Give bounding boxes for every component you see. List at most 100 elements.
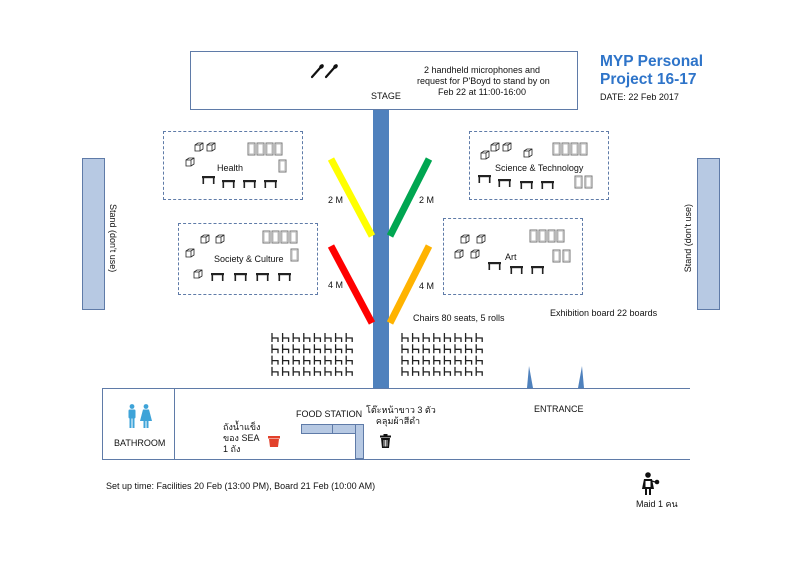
stand-left (82, 158, 105, 310)
chair-icon (292, 333, 300, 342)
chair-icon (443, 366, 452, 376)
microphone-icon (310, 64, 324, 79)
chair-icon (454, 333, 462, 342)
chair-icon (303, 355, 311, 365)
stage-note-line: 2 handheld microphones and (423, 65, 541, 75)
box-icon (194, 142, 204, 152)
stand-left-label: Stand (don't use) (108, 204, 118, 273)
zone-furniture-group (454, 229, 571, 274)
table-icon (541, 181, 554, 189)
chair-icon (313, 366, 322, 376)
chair-icon (443, 344, 452, 354)
display-board-icon (552, 142, 561, 156)
setup-time: Set up time: Facilities 20 Feb (13:00 PM… (106, 481, 376, 491)
chair-icon (281, 355, 290, 365)
stage-label: STAGE (371, 91, 401, 101)
chair-icon (422, 355, 430, 365)
exhibition-board-label: Exhibition board 22 boards (550, 308, 658, 318)
chair-icon (433, 333, 441, 342)
bathroom-wall-left (102, 388, 103, 460)
project-title: MYP Personal Project 16-17 (600, 53, 703, 89)
chair-icon (324, 333, 332, 342)
box-icon (523, 148, 533, 158)
stage: STAGE 2 handheld microphones and request… (190, 51, 578, 110)
zone-label: Health (217, 163, 244, 173)
chair-icon (324, 355, 332, 365)
marker-upper-right (386, 157, 433, 238)
table-icon (243, 180, 256, 188)
table-icon (222, 180, 235, 188)
ice-bucket-note-line: 1 ถัง (223, 444, 241, 454)
table-icon (488, 262, 501, 270)
chair-icon (422, 366, 430, 376)
table-icon (520, 181, 533, 189)
chair-icon (433, 366, 441, 376)
chair-icon (443, 333, 452, 342)
display-board-icon (556, 229, 565, 243)
chair-icon (433, 344, 441, 354)
box-icon (460, 234, 470, 244)
zone-health: Health (163, 131, 303, 200)
box-icon (215, 234, 225, 244)
marker-lower-left (327, 244, 376, 325)
display-board-icon (579, 142, 588, 156)
trash-bin-icon (380, 434, 391, 448)
display-board-icon (262, 230, 271, 244)
chair-icon (443, 355, 452, 365)
display-board-icon (247, 142, 256, 156)
zone-furniture-group (478, 142, 593, 189)
display-board-icon (290, 248, 299, 262)
stage-note: 2 handheld microphones and request for P… (417, 65, 550, 98)
box-icon (480, 150, 490, 160)
box-icon (490, 142, 500, 152)
food-counter-segment (301, 424, 333, 434)
display-board-icon (274, 142, 283, 156)
chair-icon (313, 333, 322, 342)
chair-icon (324, 344, 332, 354)
chair-icon (401, 366, 409, 376)
entrance-wall-bottom (102, 459, 690, 460)
chair-icon (464, 344, 473, 354)
chair-icon (345, 366, 353, 376)
table-note: โต๊ะหน้าขาว 3 ตัว คลุมผ้าสีดำ (366, 405, 436, 427)
chair-icon (271, 333, 279, 342)
chair-icon (454, 355, 462, 365)
distance-label-lower-right: 4 M (419, 281, 435, 291)
box-icon (502, 142, 512, 152)
stage-note-line: Feb 22 at 11:00-16:00 (438, 87, 526, 97)
chair-icon (411, 355, 420, 365)
bathroom-label: BATHROOM (114, 438, 166, 448)
table-icon (202, 176, 215, 184)
restroom-icon (128, 404, 152, 428)
maid-icon (642, 472, 660, 495)
entrance-wall-top (102, 388, 690, 389)
chair-icon (271, 355, 279, 365)
stand-right (697, 158, 720, 310)
chair-icon (324, 366, 332, 376)
chair-icon (345, 355, 353, 365)
display-board-icon (265, 142, 274, 156)
entrance-door-marker (578, 366, 584, 388)
microphone-icon (324, 64, 338, 79)
box-icon (476, 234, 486, 244)
display-board-icon (538, 229, 547, 243)
food-counter-side (355, 424, 364, 459)
microphones (310, 64, 338, 79)
chair-icon (411, 344, 420, 354)
display-board-icon (547, 229, 556, 243)
zone-label: Science & Technology (495, 163, 584, 173)
box-icon (206, 142, 216, 152)
display-board-icon (584, 175, 593, 189)
stage-note-line: request for P'Boyd to stand by on (417, 76, 550, 86)
chair-icon (292, 355, 300, 365)
table-icon (264, 180, 277, 188)
chair-icon (345, 333, 353, 342)
zone-furniture-group (185, 142, 287, 188)
zone-society-culture: Society & Culture (178, 223, 318, 295)
maid-label: Maid 1 คน (636, 499, 678, 509)
project-title-line2: Project 16-17 (600, 71, 697, 88)
chair-icon (303, 333, 311, 342)
chair-icon (271, 344, 279, 354)
